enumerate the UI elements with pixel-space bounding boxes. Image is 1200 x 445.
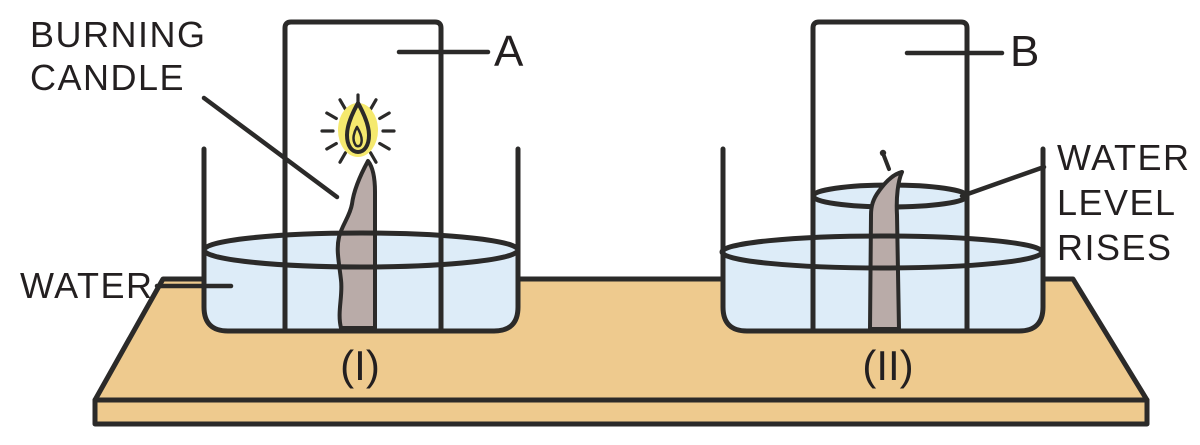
- burning-candle-label-line2: CANDLE: [30, 57, 185, 98]
- jar-a-label: A: [494, 27, 524, 76]
- wick: [882, 154, 891, 171]
- water-level-leader: [959, 164, 1047, 199]
- setup-right-caption: (II): [862, 342, 913, 389]
- jar-b-label: B: [1010, 27, 1039, 76]
- water-level-rises-line2: LEVEL: [1057, 182, 1177, 223]
- flame-outline: [345, 101, 371, 154]
- water-level-rises-line3: RISES: [1057, 227, 1173, 268]
- flame-inner: [352, 125, 363, 148]
- setup-left: [201, 19, 521, 334]
- right-dish-outline: [720, 146, 1046, 334]
- jar-a-outline: [282, 19, 444, 334]
- candle-right: [868, 170, 904, 331]
- flame-icon: [320, 93, 396, 164]
- candle-left: [335, 159, 377, 330]
- setup-left-caption: (I): [340, 342, 380, 389]
- water-level-rises-line1: WATER: [1057, 137, 1190, 178]
- flame-rays: [320, 93, 396, 164]
- left-dish-outline: [201, 146, 521, 334]
- wick-tip: [879, 149, 887, 157]
- burning-candle-leader: [201, 95, 340, 200]
- leader-lines: [154, 49, 1047, 289]
- jar-b-outline: [810, 19, 970, 334]
- setup-right: [719, 19, 1046, 334]
- table-front-edge: [92, 397, 1150, 427]
- burning-candle-label-line1: BURNING: [30, 14, 207, 55]
- water-label: WATER: [20, 265, 153, 306]
